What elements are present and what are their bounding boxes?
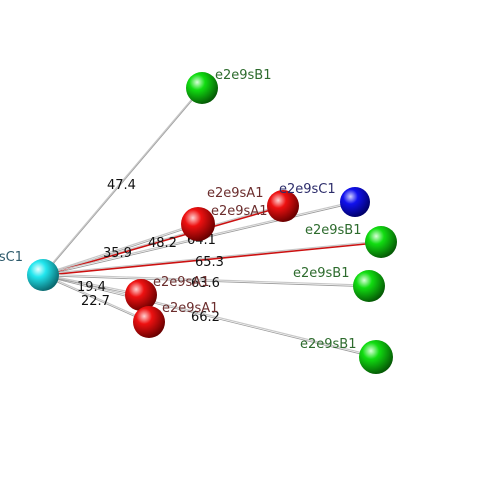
- atom-label-red_low2: e2e9sA1: [162, 301, 218, 316]
- green-atom-green_top: [186, 72, 218, 104]
- atom-label-red_low1: e2e9sA1: [153, 275, 209, 290]
- atom-label-green_top: e2e9sB1: [215, 68, 272, 83]
- distance-label-green_low: 63.6: [191, 276, 220, 291]
- atom-label-center: e2e9sC1: [0, 250, 23, 265]
- distance-label-green_bottom: 66.2: [191, 310, 220, 325]
- bond-red_top: [42, 204, 284, 277]
- bond-green_top: [42, 86, 203, 277]
- atom-labels-layer: e2e9sC1 e2e9sB1 e2e9sA1 e2e9sA1 e2e9sC1 e2e9s…: [0, 68, 362, 352]
- red-atom-red_low2: [133, 306, 165, 338]
- bond-green_bottom: [42, 273, 377, 359]
- red-atom-red_top: [267, 190, 299, 222]
- red-atom-red_mid: [181, 207, 215, 241]
- atom-label-red_top: e2e9sA1: [207, 186, 263, 201]
- atom-label-green_mid: e2e9sB1: [305, 223, 362, 238]
- bond-red_low2: [42, 273, 150, 324]
- atom-label-blue: e2e9sC1: [279, 182, 336, 197]
- cyan-atom-center: [27, 259, 59, 291]
- distance-label-green_mid: 65.3: [195, 255, 224, 270]
- distance-label-green_top: 47.4: [107, 178, 136, 193]
- red-atom-red_low1: [125, 279, 157, 311]
- atom-label-green_bottom: e2e9sB1: [300, 337, 357, 352]
- distance-label-red_low1: 19.4: [77, 280, 106, 295]
- distance-label-red_mid: 35.9: [103, 246, 132, 261]
- distance-label-red_low2: 22.7: [81, 294, 110, 309]
- green-atom-green_low: [353, 270, 385, 302]
- bond-red_low1: [42, 273, 142, 297]
- distance-label-red_top: 48.2: [148, 236, 177, 251]
- atoms-layer: [27, 72, 397, 374]
- atom-label-red_mid: e2e9sA1: [211, 204, 267, 219]
- blue-atom-blue: [340, 187, 370, 217]
- distance-labels-layer: 47.435.948.264.165.363.666.219.422.7: [77, 178, 224, 325]
- green-atom-green_bottom: [359, 340, 393, 374]
- bond-green_mid: [42, 240, 382, 277]
- green-atom-green_mid: [365, 226, 397, 258]
- bonds-layer: [42, 86, 382, 359]
- atom-label-green_low: e2e9sB1: [293, 266, 350, 281]
- bond-green_low: [42, 273, 370, 288]
